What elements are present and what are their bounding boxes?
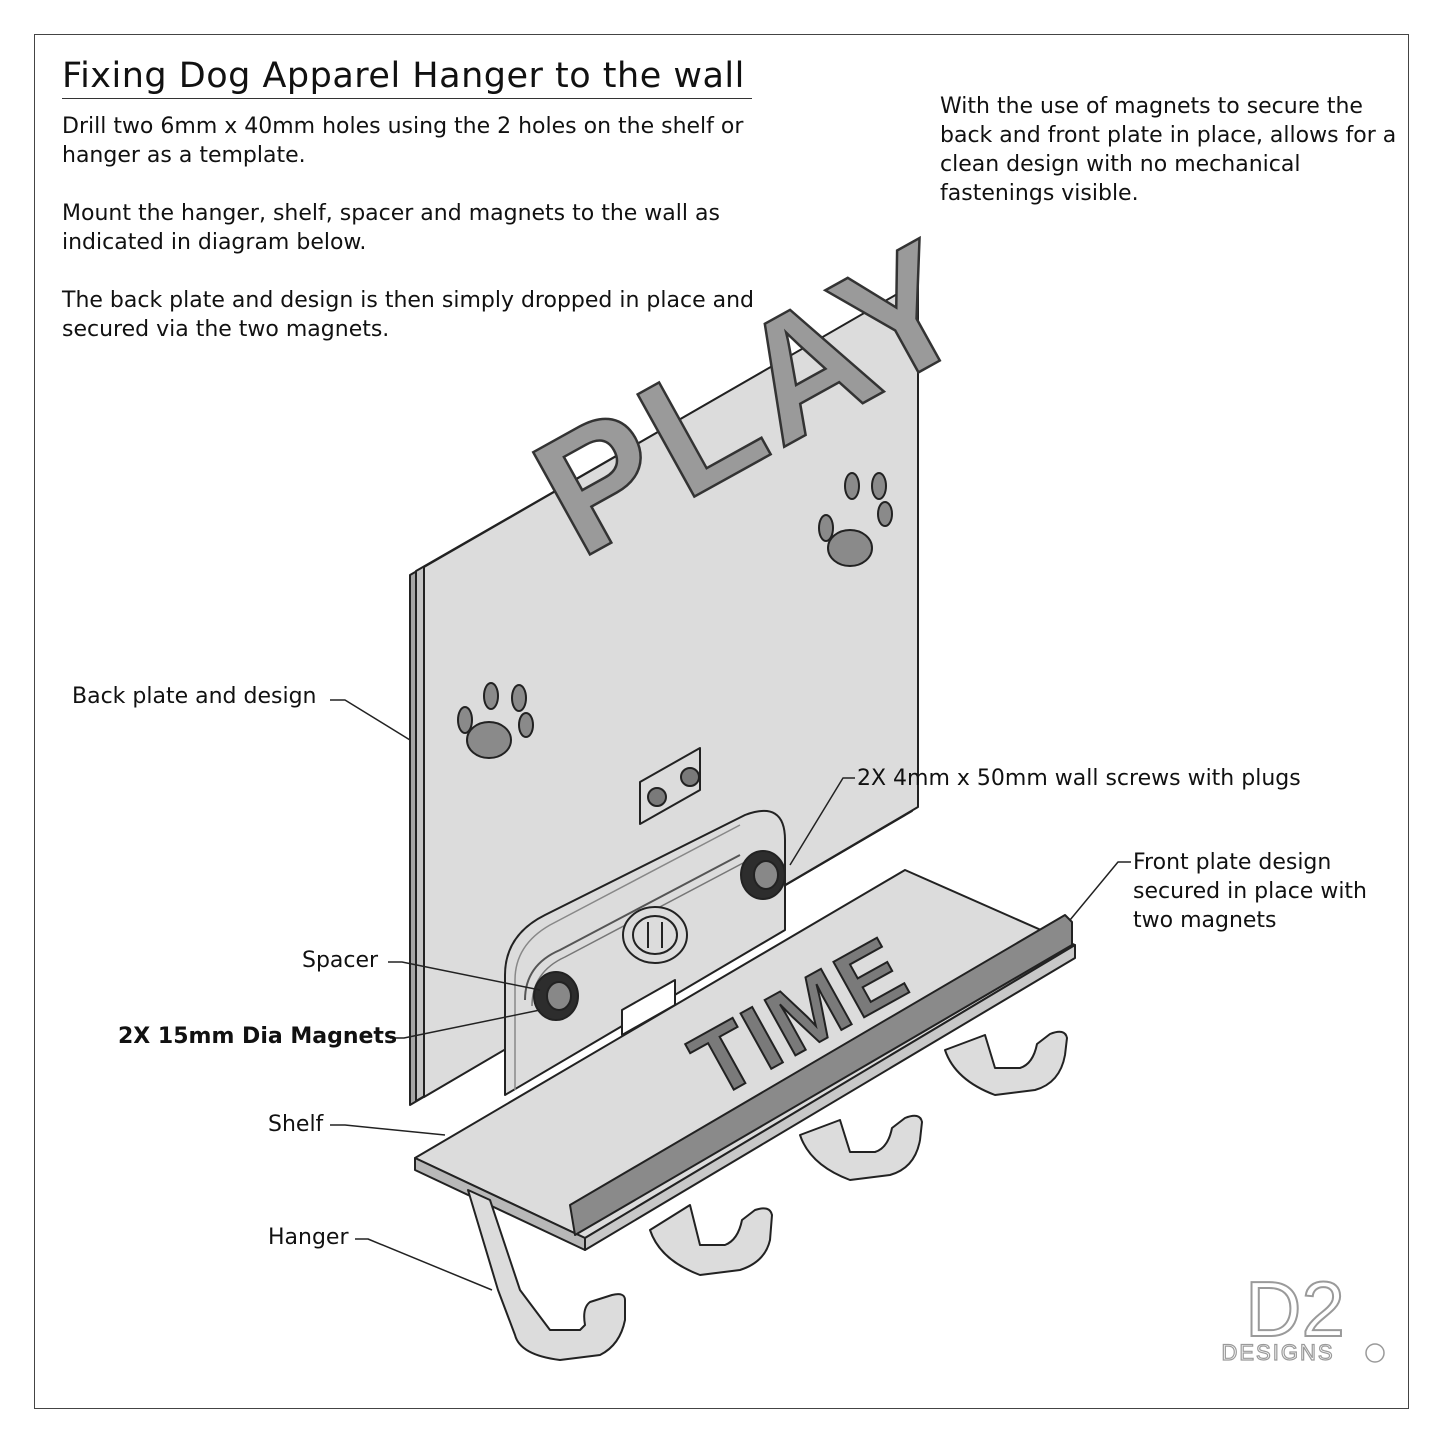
magnet-note: With the use of magnets to secure the ba… [940,94,1397,206]
instruction-drill: Drill two 6mm x 40mm holes using the 2 h… [62,114,744,168]
magnet [740,850,786,900]
hook [467,1189,626,1361]
label-wall-screws: 2X 4mm x 50mm wall screws with plugs [857,766,1301,791]
label-front-plate-line2: secured in place with [1133,879,1367,904]
back-plate [409,281,919,1106]
paw-print-icon [818,472,893,567]
label-spacer: Spacer [302,948,379,973]
logo-mark: D2 [1245,1270,1345,1353]
hook [649,1204,773,1276]
label-back-plate: Back plate and design [72,684,317,709]
paw-print-icon [457,682,534,759]
drawing-border [34,34,1409,1409]
leader-lines [330,699,1131,1291]
label-hanger: Hanger [268,1225,349,1250]
logo-word: DESIGNS [1221,1340,1334,1365]
label-shelf: Shelf [268,1112,324,1137]
instruction-drop-in: The back plate and design is then simply… [62,288,754,342]
logo-roundel-icon [1365,1343,1385,1363]
label-magnets: 2X 15mm Dia Magnets [118,1024,398,1049]
shelf-and-hanger [414,810,1076,1361]
instruction-mount: Mount the hanger, shelf, spacer and magn… [62,201,720,255]
label-front-plate-line3: two magnets [1133,908,1277,933]
hook [799,1114,923,1181]
hook [944,1030,1068,1096]
instructions: Drill two 6mm x 40mm holes using the 2 h… [62,112,782,373]
label-front-plate-line1: Front plate design [1133,850,1332,875]
d2-designs-logo: D2 DESIGNS [1198,1264,1393,1370]
page-title: Fixing Dog Apparel Hanger to the wall [62,56,752,99]
magnet [533,971,579,1021]
